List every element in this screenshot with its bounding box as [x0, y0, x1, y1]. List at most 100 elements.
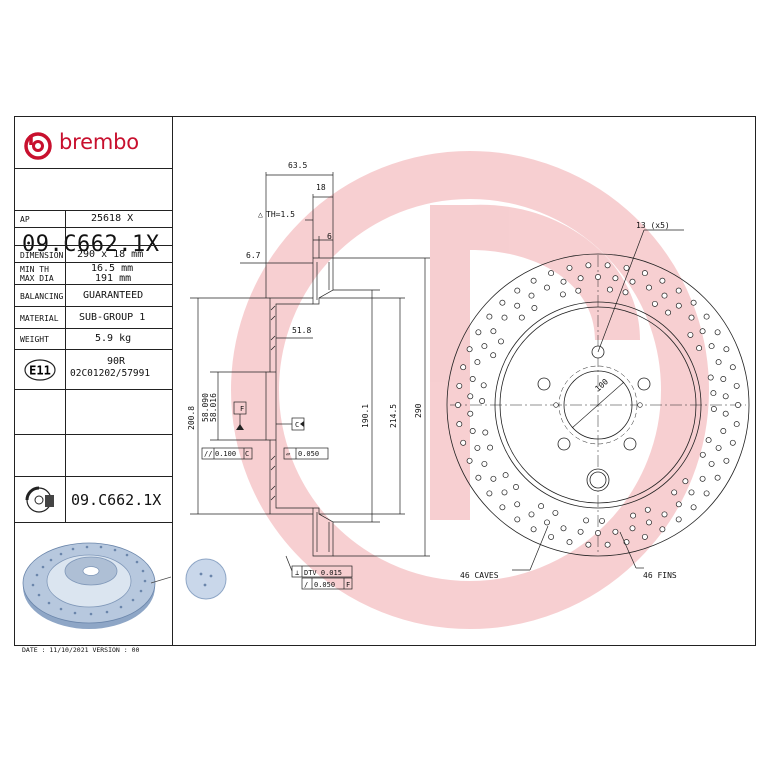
drill-hole [729, 364, 736, 371]
svg-text:E11: E11 [29, 364, 51, 378]
drill-hole [722, 410, 729, 417]
drill-hole [708, 460, 715, 467]
spec-value: 25618 X [91, 213, 134, 224]
drill-hole [708, 343, 715, 350]
drill-hole [707, 374, 714, 381]
drill-hole [456, 382, 463, 389]
drill-hole [612, 275, 619, 282]
drill-hole [671, 489, 678, 496]
drill-hole [475, 474, 482, 481]
svg-text:214.5: 214.5 [389, 404, 398, 428]
drill-hole [641, 533, 648, 540]
drill-hole [675, 287, 682, 294]
drill-hole [720, 428, 727, 434]
drill-hole [723, 346, 730, 353]
detail-zoom-bubble [185, 558, 227, 600]
drill-hole [612, 528, 619, 535]
drill-hole [501, 489, 508, 496]
drill-hole [690, 504, 697, 511]
drill-hole [544, 284, 550, 291]
drill-hole [710, 390, 717, 397]
drill-hole [583, 517, 590, 524]
drill-hole [599, 517, 605, 524]
svg-text:C: C [295, 421, 299, 429]
svg-text:△: △ [258, 210, 263, 219]
drill-hole [723, 457, 730, 464]
spec-row-blank [15, 228, 172, 246]
drill-hole [531, 305, 538, 311]
svg-text:/: / [304, 581, 308, 589]
drill-hole [455, 402, 461, 408]
drill-hole [487, 444, 494, 451]
spec-label: DIMENSION [20, 251, 64, 260]
drill-hole [499, 299, 506, 306]
drill-hole [480, 382, 487, 389]
spec-panel: brembo 09.C662.1X AP 25618 X DIMENSION 2… [15, 117, 173, 645]
drill-hole [560, 525, 567, 532]
spec-value: 5.9 kg [95, 333, 132, 344]
svg-text:TH=1.5: TH=1.5 [266, 210, 295, 219]
drill-hole [513, 484, 519, 490]
svg-text:0.100: 0.100 [215, 450, 236, 458]
drill-hole [699, 328, 706, 335]
drill-hole [538, 503, 545, 510]
drill-hole [502, 472, 509, 479]
spec-row-dimension: DIMENSION 290 x 18 mm [15, 246, 172, 263]
drill-hole [577, 528, 584, 535]
drill-hole [490, 352, 497, 359]
spec-row-ap: AP 25618 X [15, 211, 172, 228]
drill-hole [699, 475, 706, 482]
svg-text:100: 100 [593, 377, 610, 393]
disc-3d-illustration [22, 542, 171, 629]
disc-icon [25, 486, 54, 513]
drill-hole [498, 338, 504, 345]
drill-hole [530, 277, 537, 284]
svg-text:51.8: 51.8 [292, 326, 311, 335]
drill-hole [682, 478, 689, 485]
drill-hole [595, 274, 601, 280]
drill-hole [722, 393, 729, 400]
spec-value: 191 mm [95, 273, 132, 284]
drill-hole [467, 410, 474, 417]
drill-hole [514, 501, 521, 508]
drill-hole [475, 329, 482, 336]
logo-row [15, 117, 172, 169]
drill-hole [518, 314, 525, 321]
drill-hole [646, 519, 652, 526]
svg-text:290: 290 [414, 403, 423, 418]
spec-row-weight: WEIGHT 5.9 kg [15, 329, 172, 350]
drill-hole [661, 511, 668, 518]
drill-hole [688, 489, 695, 496]
drill-hole [735, 402, 741, 408]
drill-hole [714, 474, 721, 481]
svg-text:58.016: 58.016 [209, 393, 218, 422]
drill-hole [703, 313, 710, 320]
drill-hole [544, 519, 550, 526]
drill-hole [530, 526, 537, 533]
drill-hole [630, 512, 637, 519]
drill-hole [499, 504, 506, 511]
svg-text:58.090: 58.090 [201, 393, 210, 422]
drill-hole [575, 287, 582, 294]
regulation-number: 90R [107, 356, 126, 367]
svg-text:0.050: 0.050 [298, 450, 319, 458]
drill-hole [604, 541, 611, 548]
drill-hole [687, 331, 694, 338]
svg-text:F: F [346, 581, 350, 589]
drill-hole [646, 284, 652, 291]
drill-hole [481, 460, 488, 467]
spec-value: SUB-GROUP 1 [79, 312, 146, 323]
drill-hole [688, 314, 695, 321]
drill-hole [729, 439, 736, 446]
drill-hole [456, 421, 463, 428]
spec-row-material: MATERIAL SUB-GROUP 1 [15, 307, 172, 329]
drill-hole [466, 346, 473, 353]
drill-hole [479, 398, 486, 404]
drill-hole [548, 270, 555, 277]
drill-hole [710, 406, 717, 412]
drill-hole [528, 292, 535, 299]
drill-hole [514, 516, 521, 523]
drill-hole [490, 328, 497, 335]
